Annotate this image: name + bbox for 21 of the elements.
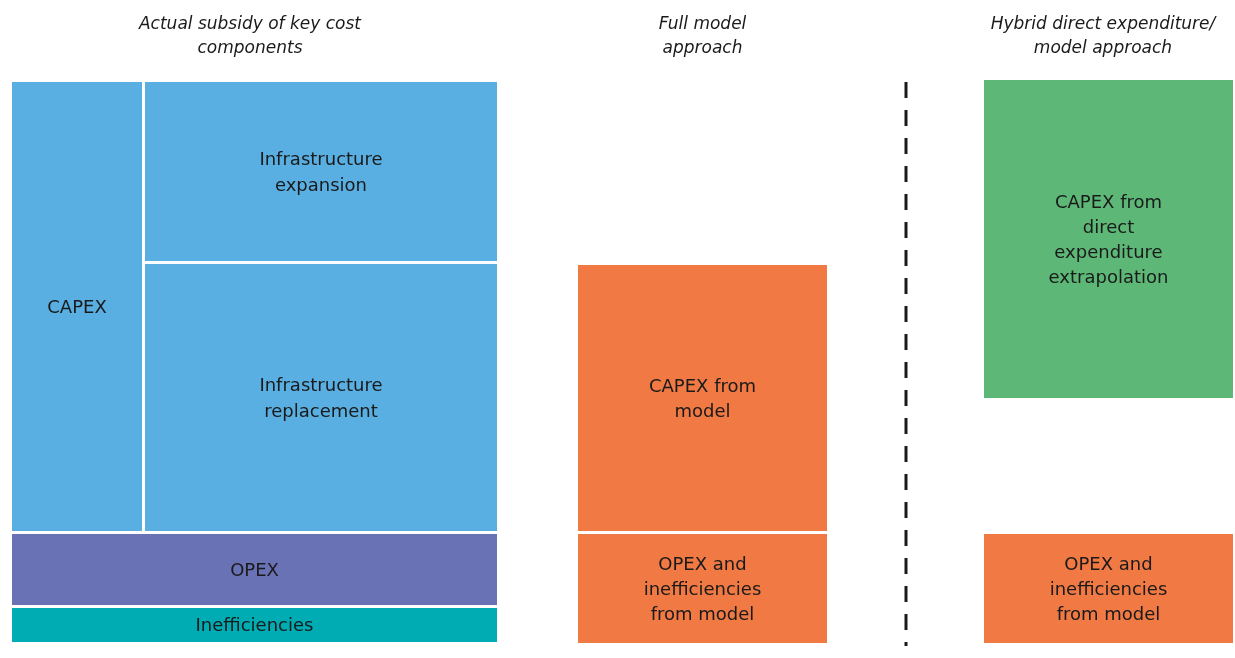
block-label: Inefficiencies <box>195 613 314 638</box>
cost-block <box>578 534 827 643</box>
block-label: OPEX <box>230 557 279 582</box>
block-label: OPEX and inefficiencies from model <box>1048 551 1169 627</box>
cost-block <box>12 82 142 531</box>
cost-block <box>984 80 1233 398</box>
cost-block <box>145 264 497 531</box>
column-heading: Hybrid direct expenditure/ model approach <box>989 12 1218 59</box>
cost-block <box>12 608 497 642</box>
cost-block <box>578 265 827 531</box>
cost-block <box>12 534 497 605</box>
column-heading: Full model approach <box>657 12 748 59</box>
block-label: OPEX and inefficiencies from model <box>642 551 763 627</box>
block-label: CAPEX from model <box>647 373 758 423</box>
block-label: Infrastructure replacement <box>258 373 384 423</box>
block-label: CAPEX from direct expenditure extrapolation <box>1047 189 1170 290</box>
cost-block <box>145 82 497 261</box>
cost-block <box>984 534 1233 643</box>
column-heading: Actual subsidy of key cost components <box>137 12 363 59</box>
block-label: Infrastructure expansion <box>258 147 384 197</box>
block-label: CAPEX <box>47 294 107 319</box>
